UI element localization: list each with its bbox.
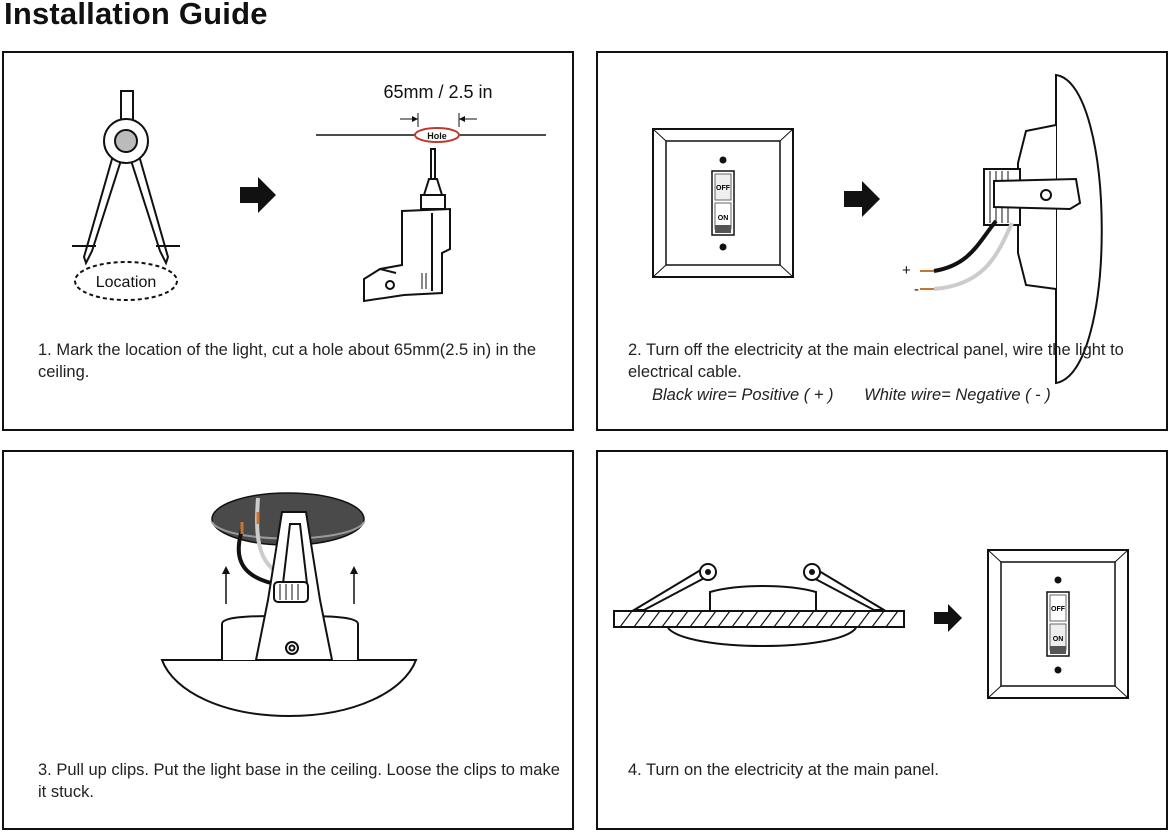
step-1-illustration: Location 65mm / 2.5 in Hole xyxy=(72,82,546,303)
step-3-illustration xyxy=(160,492,418,718)
white-wire-note: White wire= Negative ( - ) xyxy=(864,386,1051,404)
hole-marker xyxy=(414,127,460,143)
step-3-caption: 3. Pull up clips. Put the light base in … xyxy=(38,761,560,801)
step-1-panel: Location 65mm / 2.5 in Hole 1. Mark the … xyxy=(2,51,574,431)
compass-icon xyxy=(82,90,170,266)
minus-label: - xyxy=(914,281,919,298)
switch-off-label: OFF xyxy=(1051,606,1066,613)
light-fixture-icon xyxy=(160,511,418,718)
light-switch-off-icon: OFF ON xyxy=(652,128,794,278)
light-switch-on-icon: OFF ON xyxy=(987,549,1129,699)
step-3-panel: 3. Pull up clips. Put the light base in … xyxy=(2,450,574,830)
location-circle xyxy=(74,261,178,301)
step-4-caption: 4. Turn on the electricity at the main p… xyxy=(628,761,939,779)
arrow-right-icon xyxy=(934,604,962,632)
step-1-caption: 1. Mark the location of the light, cut a… xyxy=(38,341,537,381)
arrow-up-icon xyxy=(350,566,358,604)
step-2-caption: 2. Turn off the electricity at the main … xyxy=(628,341,1124,381)
dimension-label: 65mm / 2.5 in xyxy=(383,82,492,102)
installed-light-icon xyxy=(613,563,905,647)
switch-on-label: ON xyxy=(718,215,729,222)
arrow-up-icon xyxy=(222,566,230,604)
switch-on-label: ON xyxy=(1053,636,1064,643)
plus-label: + xyxy=(902,262,911,279)
light-fixture-side-icon xyxy=(983,73,1103,385)
wire-legend: Black wire= Positive ( + ) White wire= N… xyxy=(652,386,1077,405)
location-label: Location xyxy=(96,274,157,291)
hole-label: Hole xyxy=(427,131,447,141)
step-2-illustration: OFF ON + - xyxy=(652,73,1103,385)
arrow-right-icon xyxy=(844,181,880,217)
black-wire-note: Black wire= Positive ( + ) xyxy=(652,386,834,404)
step-4-illustration: OFF ON xyxy=(613,549,1129,699)
page-title: Installation Guide xyxy=(4,0,268,31)
arrow-right-icon xyxy=(240,177,276,213)
step-2-panel: OFF ON + - 2. Turn off the electricity a… xyxy=(596,51,1168,431)
drill-icon xyxy=(363,148,451,303)
step-4-panel: OFF ON 4. Turn on the electricity at the… xyxy=(596,450,1168,830)
switch-off-label: OFF xyxy=(716,185,731,192)
